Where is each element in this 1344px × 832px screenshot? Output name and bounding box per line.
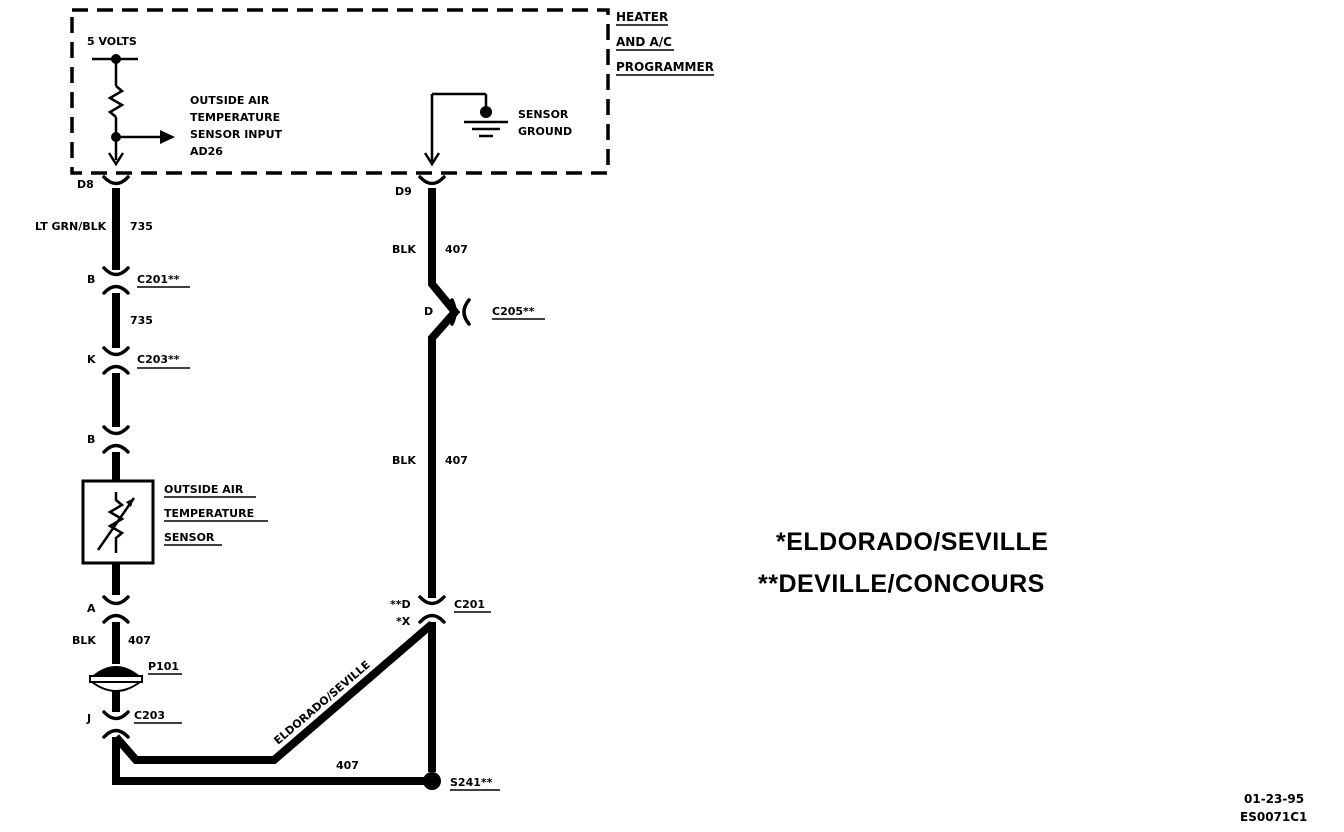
pin-c201-d: **D [390, 598, 411, 611]
lower-wire-color: BLK [72, 634, 96, 647]
p101-label: P101 [148, 660, 179, 673]
upper-wire-number: 407 [445, 243, 468, 256]
diag-label: ELDORADO/SEVILLE [272, 658, 373, 747]
wire-number-735: 735 [130, 220, 153, 233]
thermistor-icon [107, 492, 125, 553]
c201-label-right: C201 [454, 598, 485, 611]
sensor-label-3: SENSOR [164, 531, 215, 544]
c203-label-bottom: C203 [134, 709, 165, 722]
p101-grommet-icon [88, 666, 144, 692]
splice-label: S241** [450, 776, 493, 789]
legend-line-1: *ELDORADO/SEVILLE [776, 528, 1048, 556]
input-label-2: TEMPERATURE [190, 111, 280, 124]
upper-wire-color: BLK [392, 243, 416, 256]
mid-wire-color: BLK [392, 454, 416, 467]
splice-s241 [423, 772, 441, 790]
programmer-title-2: AND A/C [616, 35, 672, 49]
pin-sensor-b: B [87, 433, 95, 446]
connector-d9 [418, 175, 446, 186]
pullup-resistor [107, 85, 125, 118]
programmer-title-3: PROGRAMMER [616, 60, 714, 74]
footer-date: 01-23-95 [1244, 792, 1304, 806]
c201-label-left: C201** [137, 273, 180, 286]
ground-node [480, 106, 492, 118]
mid-wire-number-right: 407 [445, 454, 468, 467]
programmer-box [70, 8, 610, 175]
legend-line-2: **DEVILLE/CONCOURS [758, 570, 1045, 598]
mid-wire-number: 735 [130, 314, 153, 327]
bottom-wire-number: 407 [336, 759, 359, 772]
ground-label-1: SENSOR [518, 108, 569, 121]
programmer-title-1: HEATER [616, 10, 668, 24]
connector-d8 [102, 175, 130, 186]
input-label-1: OUTSIDE AIR [190, 94, 270, 107]
supply-label: 5 VOLTS [87, 35, 137, 48]
footer-code: ES0071C1 [1240, 810, 1307, 824]
pin-d8: D8 [77, 178, 94, 191]
input-arrow [160, 130, 175, 144]
wire-color-735: LT GRN/BLK [35, 220, 107, 233]
c203-label-left: C203** [137, 353, 180, 366]
pin-c203-k: K [87, 353, 96, 366]
pin-c205-d: D [424, 305, 433, 318]
input-label-3: SENSOR INPUT [190, 128, 283, 141]
pin-d9: D9 [395, 185, 412, 198]
sensor-label-2: TEMPERATURE [164, 507, 254, 520]
ground-label-2: GROUND [518, 125, 572, 138]
pin-c201-x: *X [396, 615, 411, 628]
pin-c201-b: B [87, 273, 95, 286]
sensor-label-1: OUTSIDE AIR [164, 483, 244, 496]
input-label-4: AD26 [190, 145, 223, 158]
lower-wire-number: 407 [128, 634, 151, 647]
c205-label: C205** [492, 305, 535, 318]
pin-sensor-a: A [87, 602, 96, 615]
pin-c203-j: J [86, 712, 91, 725]
